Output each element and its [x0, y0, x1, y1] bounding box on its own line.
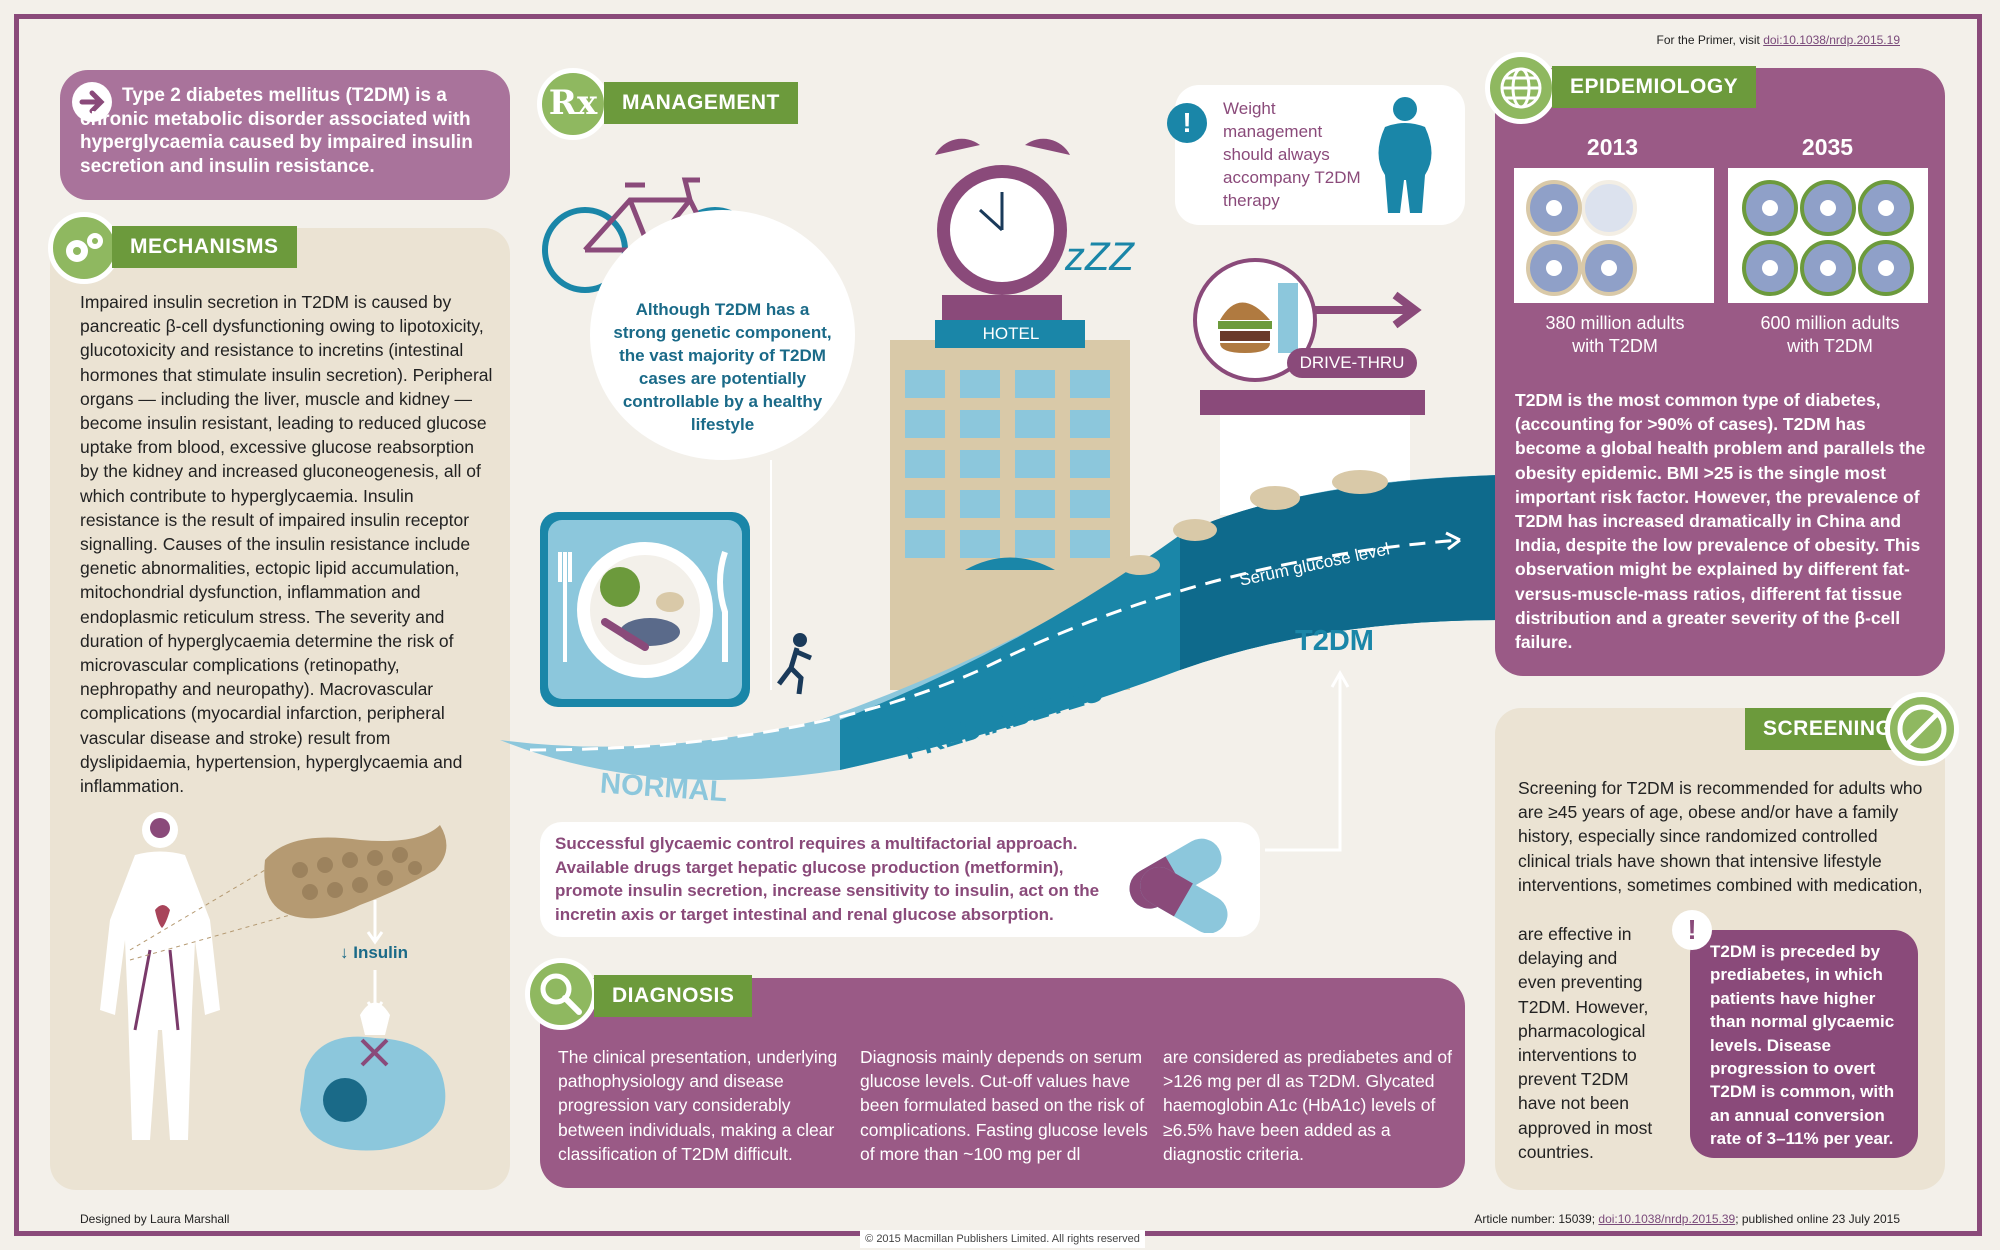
primer-link[interactable]: doi:10.1038/nrdp.2015.19: [1763, 33, 1900, 47]
year-2035: 2035: [1801, 134, 1854, 160]
copyright: © 2015 Macmillan Publishers Limited. All…: [860, 1230, 1145, 1248]
gears-icon: [48, 212, 120, 284]
epidemiology-title: EPIDEMIOLOGY: [1552, 66, 1757, 108]
donut-icon: [1728, 168, 1928, 303]
diagnosis-col-1: The clinical presentation, underlying pa…: [558, 1047, 838, 1164]
globe-icon: [1485, 52, 1557, 124]
callout-text: T2DM is preceded by prediabetes, in whic…: [1710, 942, 1895, 1149]
alarm-clock-icon: [935, 138, 1070, 320]
hotel-icon: [890, 138, 1130, 690]
hotel-sign: HOTEL: [982, 324, 1040, 343]
mechanism-illustration: [100, 812, 447, 1151]
stat-2013: 380 million adults with T2DM: [1545, 313, 1685, 356]
magnifier-icon: [525, 958, 597, 1030]
donut-icon: [1514, 168, 1714, 303]
drive-thru-icon: [1193, 258, 1425, 515]
arrow-right-icon: [72, 82, 112, 122]
article-link[interactable]: doi:10.1038/nrdp.2015.39: [1598, 1212, 1736, 1226]
progress-arrow: [1265, 669, 1350, 852]
drive-thru-sign: DRIVE-THRU: [1287, 348, 1417, 378]
t2dm-label: T2DM: [1295, 625, 1374, 657]
article-info: Article number: 15039; doi:10.1038/nrdp.…: [1474, 1212, 1900, 1226]
screening-text-top: Screening for T2DM is recommended for ad…: [1518, 778, 1923, 895]
body-icon: [100, 812, 220, 1140]
exclamation-icon: !: [1672, 910, 1712, 950]
pancreas-icon: [129, 825, 447, 961]
mechanisms-title: MECHANISMS: [112, 226, 297, 268]
year-2013: 2013: [1586, 134, 1639, 160]
glycaemic-control-text: Successful glycaemic control requires a …: [555, 834, 1100, 924]
zzz-text: zZZ: [1065, 235, 1134, 279]
mechanisms-text: Impaired insulin secretion in T2DM is ca…: [80, 292, 493, 797]
diagnosis-title: DIAGNOSIS: [594, 975, 753, 1017]
car-icon: [1120, 470, 1388, 575]
diagnosis-col-2: Diagnosis mainly depends on serum glucos…: [860, 1047, 1148, 1164]
primer-note: For the Primer, visit doi:10.1038/nrdp.2…: [1656, 33, 1901, 47]
lifestyle-bubble: Although T2DM has a strong genetic compo…: [590, 210, 855, 460]
intro-text: Type 2 diabetes mellitus (T2DM) is a chr…: [80, 85, 473, 177]
prediabetes-callout: T2DM is preceded by prediabetes, in whic…: [1690, 930, 1918, 1158]
screening-text-left: are effective in delaying and even preve…: [1518, 924, 1653, 1162]
lifestyle-text: Although T2DM has a strong genetic compo…: [613, 300, 832, 434]
glycaemic-control-box: Successful glycaemic control requires a …: [540, 822, 1260, 937]
burger-icon: [1218, 283, 1298, 353]
pills-icon: [1129, 838, 1228, 933]
glucose-curve: [500, 470, 1500, 780]
person-icon: [1378, 97, 1432, 213]
mechanisms-panel: [50, 228, 510, 1190]
plate-icon: [540, 512, 750, 707]
intro-box: Type 2 diabetes mellitus (T2DM) is a chr…: [60, 70, 510, 200]
screening-title: SCREENING: [1745, 708, 1911, 750]
weight-text: Weight management should always accompan…: [1223, 99, 1361, 210]
weight-callout: ! Weight management should always accomp…: [1167, 85, 1465, 225]
designer-credit: Designed by Laura Marshall: [80, 1212, 230, 1226]
management-title: MANAGEMENT: [604, 82, 798, 124]
diagnosis-col-3: are considered as prediabetes and of >12…: [1163, 1047, 1452, 1164]
epidemiology-text: T2DM is the most common type of diabetes…: [1515, 390, 1926, 653]
rx-icon: Rx: [537, 68, 609, 140]
insulin-label: ↓ Insulin: [340, 943, 409, 962]
exclamation-icon: !: [1167, 103, 1207, 143]
cell-icon: [300, 1002, 446, 1151]
bubble-pointer: [770, 460, 772, 690]
stat-2035: 600 million adults with T2DM: [1760, 313, 1900, 356]
runner-icon: [777, 633, 812, 695]
no-sign-icon: [1885, 692, 1959, 766]
